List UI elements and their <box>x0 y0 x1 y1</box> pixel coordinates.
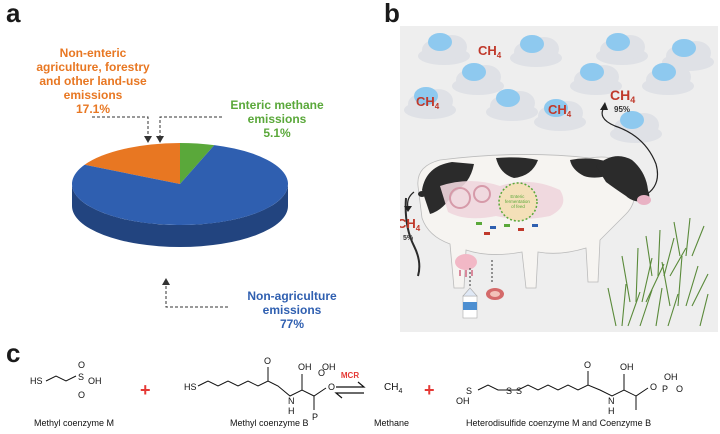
svg-text:O: O <box>584 360 591 370</box>
plus-icon: + <box>424 380 435 400</box>
pie-slice-77 <box>71 145 289 225</box>
svg-text:OH: OH <box>664 372 678 382</box>
svg-text:O: O <box>264 356 271 366</box>
ch4-rear-label: CH4 <box>400 216 421 233</box>
svg-text:OH: OH <box>456 396 470 406</box>
label-non-enteric: Non-enteric agriculture, forestry and ot… <box>36 46 150 116</box>
svg-text:S: S <box>78 372 84 382</box>
svg-text:N: N <box>608 396 615 406</box>
caption-methyl-coenzyme-m: Methyl coenzyme M <box>34 418 115 428</box>
svg-text:O: O <box>78 360 85 370</box>
caption-methyl-coenzyme-b: Methyl coenzyme B <box>230 418 309 428</box>
ch4-sky-3: CH4 <box>548 102 572 119</box>
cloud-icon <box>486 89 538 121</box>
exhalation-arrow <box>601 105 659 197</box>
pct-5-label: 5% <box>403 235 414 242</box>
svg-text:P: P <box>662 384 668 394</box>
methyl-coenzyme-b-structure <box>197 367 327 410</box>
panel-label-a: a <box>6 0 21 28</box>
pie-slice-5.1 <box>180 143 215 184</box>
arrow-non-enteric <box>144 136 152 143</box>
svg-text:O: O <box>676 384 683 394</box>
svg-text:H: H <box>288 406 295 416</box>
arrow-enteric <box>156 136 164 143</box>
exhalation-arrowhead-icon <box>600 102 608 110</box>
svg-text:S: S <box>506 386 512 396</box>
pie-side-77 <box>72 184 288 247</box>
svg-text:HS: HS <box>30 376 43 386</box>
leader-non-enteric <box>92 116 149 138</box>
mcr-label: MCR <box>341 371 359 380</box>
ch4-sky-2: CH4 <box>416 94 440 111</box>
svg-text:H: H <box>608 406 615 416</box>
svg-text:O: O <box>78 390 85 400</box>
svg-text:P: P <box>312 412 318 422</box>
ch4-sky-95: CH4 <box>610 87 635 105</box>
svg-text:OH: OH <box>88 376 102 386</box>
arrow-non-agri <box>162 278 170 285</box>
grass-icon <box>607 217 709 327</box>
mcr-reaction-scheme: HS S OH O O HS O N H OH O P O OH S OH S … <box>30 356 683 422</box>
rear-emission-arrow <box>407 191 415 209</box>
cloud-icon <box>418 33 470 65</box>
svg-text:OH: OH <box>298 362 312 372</box>
plus-icon: + <box>140 380 151 400</box>
milk-carton-icon <box>462 287 478 319</box>
svg-text:OH: OH <box>322 362 336 372</box>
methyl-coenzyme-m-structure <box>45 375 77 382</box>
rear-emission-arrowhead-icon <box>404 206 412 212</box>
ch4-sky-1: CH4 <box>478 43 502 60</box>
cloud-icon <box>596 33 648 65</box>
svg-text:S: S <box>516 386 522 396</box>
cow-illustration: CH4 CH4 CH4 CH4 95% Enteric fermentation… <box>400 33 714 327</box>
equilibrium-arrow-icon <box>334 381 366 399</box>
svg-text:HS: HS <box>184 382 197 392</box>
caption-heterodisulfide: Heterodisulfide coenzyme M and Coenzyme … <box>466 418 652 428</box>
cow-icon <box>404 154 651 289</box>
pie-chart <box>71 116 289 308</box>
cloud-icon <box>510 35 562 67</box>
svg-text:N: N <box>288 396 295 406</box>
svg-text:O: O <box>318 368 325 378</box>
atom-labels: HS S OH O O HS O N H OH O P O OH S OH S … <box>30 356 683 422</box>
panel-label-c: c <box>6 338 21 368</box>
svg-text:O: O <box>650 382 657 392</box>
panel-label-b: b <box>384 0 400 28</box>
leader-non-agri <box>165 282 228 308</box>
label-non-agri: Non-agriculture emissions 77% <box>247 289 337 331</box>
pct-95-label: 95% <box>614 105 630 114</box>
caption-methane: Methane <box>374 418 410 428</box>
svg-text:O: O <box>328 382 335 392</box>
cloud-icon <box>452 63 504 95</box>
methane-formula: CH4 <box>384 382 402 395</box>
svg-text:OH: OH <box>620 362 634 372</box>
enteric-fermentation-label: Enteric fermentation of feed <box>505 194 531 209</box>
leader-enteric <box>159 116 222 138</box>
label-enteric: Enteric methane emissions 5.1% <box>230 98 324 140</box>
pie-slice-17.1 <box>84 143 180 184</box>
meat-icon <box>486 288 504 300</box>
svg-text:S: S <box>466 386 472 396</box>
heterodisulfide-structure <box>477 371 649 410</box>
